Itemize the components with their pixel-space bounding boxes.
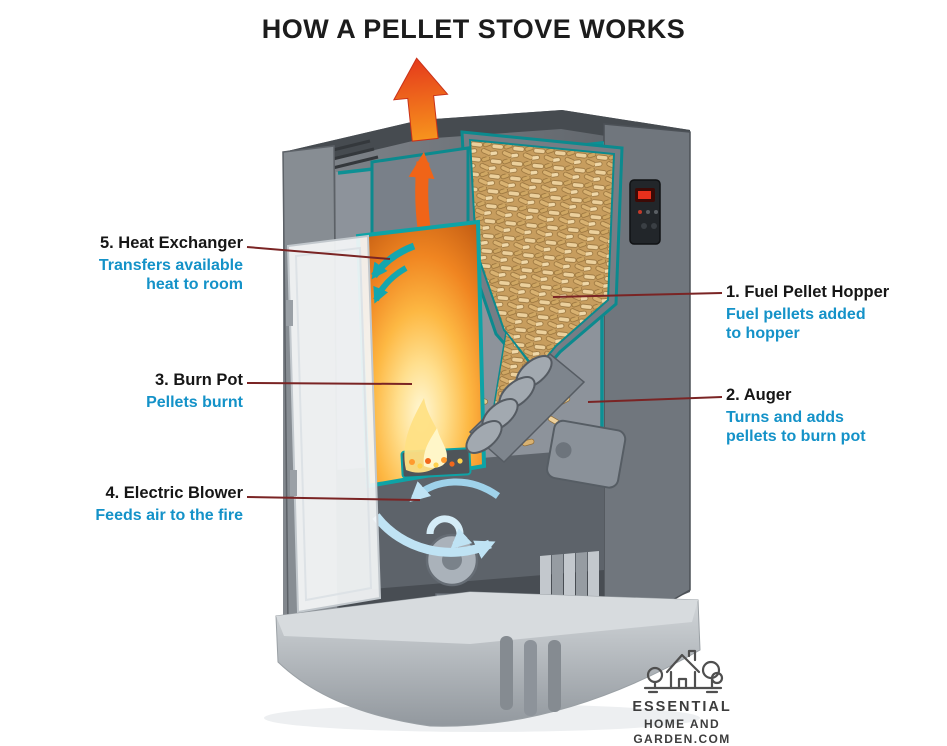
callout-auger-desc-line1: Turns and adds	[726, 408, 844, 426]
leader-line-heat-exchanger	[246, 246, 391, 260]
callout-heat-exchanger-desc-line2: heat to room	[146, 276, 243, 294]
callout-burn-pot-title: 3. Burn Pot	[154, 371, 243, 389]
base-top	[276, 592, 698, 644]
callout-auger-title: 2. Auger	[726, 386, 792, 404]
callout-burn-pot-desc-line1: Pellets burnt	[146, 393, 243, 411]
callout-auger-desc-line2: pellets to burn pot	[726, 428, 866, 446]
callout-burn-pot: 3. Burn Pot Pellets burnt	[3, 371, 243, 412]
stove-lid	[283, 110, 690, 171]
exhaust-arrow	[392, 57, 449, 142]
control-panel	[629, 179, 661, 245]
stove-base	[275, 591, 701, 727]
room-heat-arrows	[371, 242, 416, 304]
base-vents	[500, 636, 561, 716]
callout-electric-blower-title: 4. Electric Blower	[105, 484, 243, 502]
logo-text-garden: GARDEN.COM	[633, 732, 731, 746]
callout-fuel-pellet-hopper-title: 1. Fuel Pellet Hopper	[726, 283, 890, 301]
callout-auger: 2. Auger Turns and adds pellets to burn …	[726, 386, 941, 446]
callout-electric-blower-desc-line1: Feeds air to the fire	[95, 506, 243, 524]
callout-heat-exchanger-title: 5. Heat Exchanger	[99, 234, 243, 252]
callout-fuel-pellet-hopper-desc-line1: Fuel pellets added	[726, 305, 866, 323]
combustion-chamber	[355, 219, 487, 489]
glass-door	[286, 234, 382, 614]
auger-assembly	[465, 352, 627, 489]
leader-lines	[246, 246, 723, 501]
leader-line-hopper	[552, 292, 723, 298]
page-title: HOW A PELLET STOVE WORKS	[261, 14, 686, 44]
callout-electric-blower: 4. Electric Blower Feeds air to the fire	[3, 484, 243, 525]
panel-button	[641, 223, 647, 229]
leader-line-blower	[246, 496, 421, 501]
door-hinge-bottom	[290, 470, 297, 496]
door-inner-frame	[294, 246, 373, 602]
burn-pot-part	[400, 398, 472, 479]
leader-line-auger	[587, 396, 723, 403]
panel-button	[651, 223, 657, 229]
callout-fuel-pellet-hopper: 1. Fuel Pellet Hopper Fuel pellets added…	[726, 283, 941, 343]
callout-fuel-pellet-hopper-desc-line2: to hopper	[726, 325, 800, 343]
logo: ESSENTIAL HOME AND GARDEN.COM	[606, 646, 758, 746]
house-and-trees-icon	[643, 649, 724, 694]
logo-text-essential: ESSENTIAL	[632, 699, 732, 715]
auger-motor	[546, 419, 627, 489]
callout-heat-exchanger-desc-line1: Transfers available	[98, 256, 243, 274]
leader-line-burn-pot	[246, 382, 413, 385]
logo-text-home-and: HOME AND	[643, 716, 721, 731]
air-flow-arrows	[372, 478, 501, 559]
callout-heat-exchanger: 5. Heat Exchanger Transfers available he…	[3, 234, 243, 294]
door-hinge-top	[286, 300, 293, 326]
